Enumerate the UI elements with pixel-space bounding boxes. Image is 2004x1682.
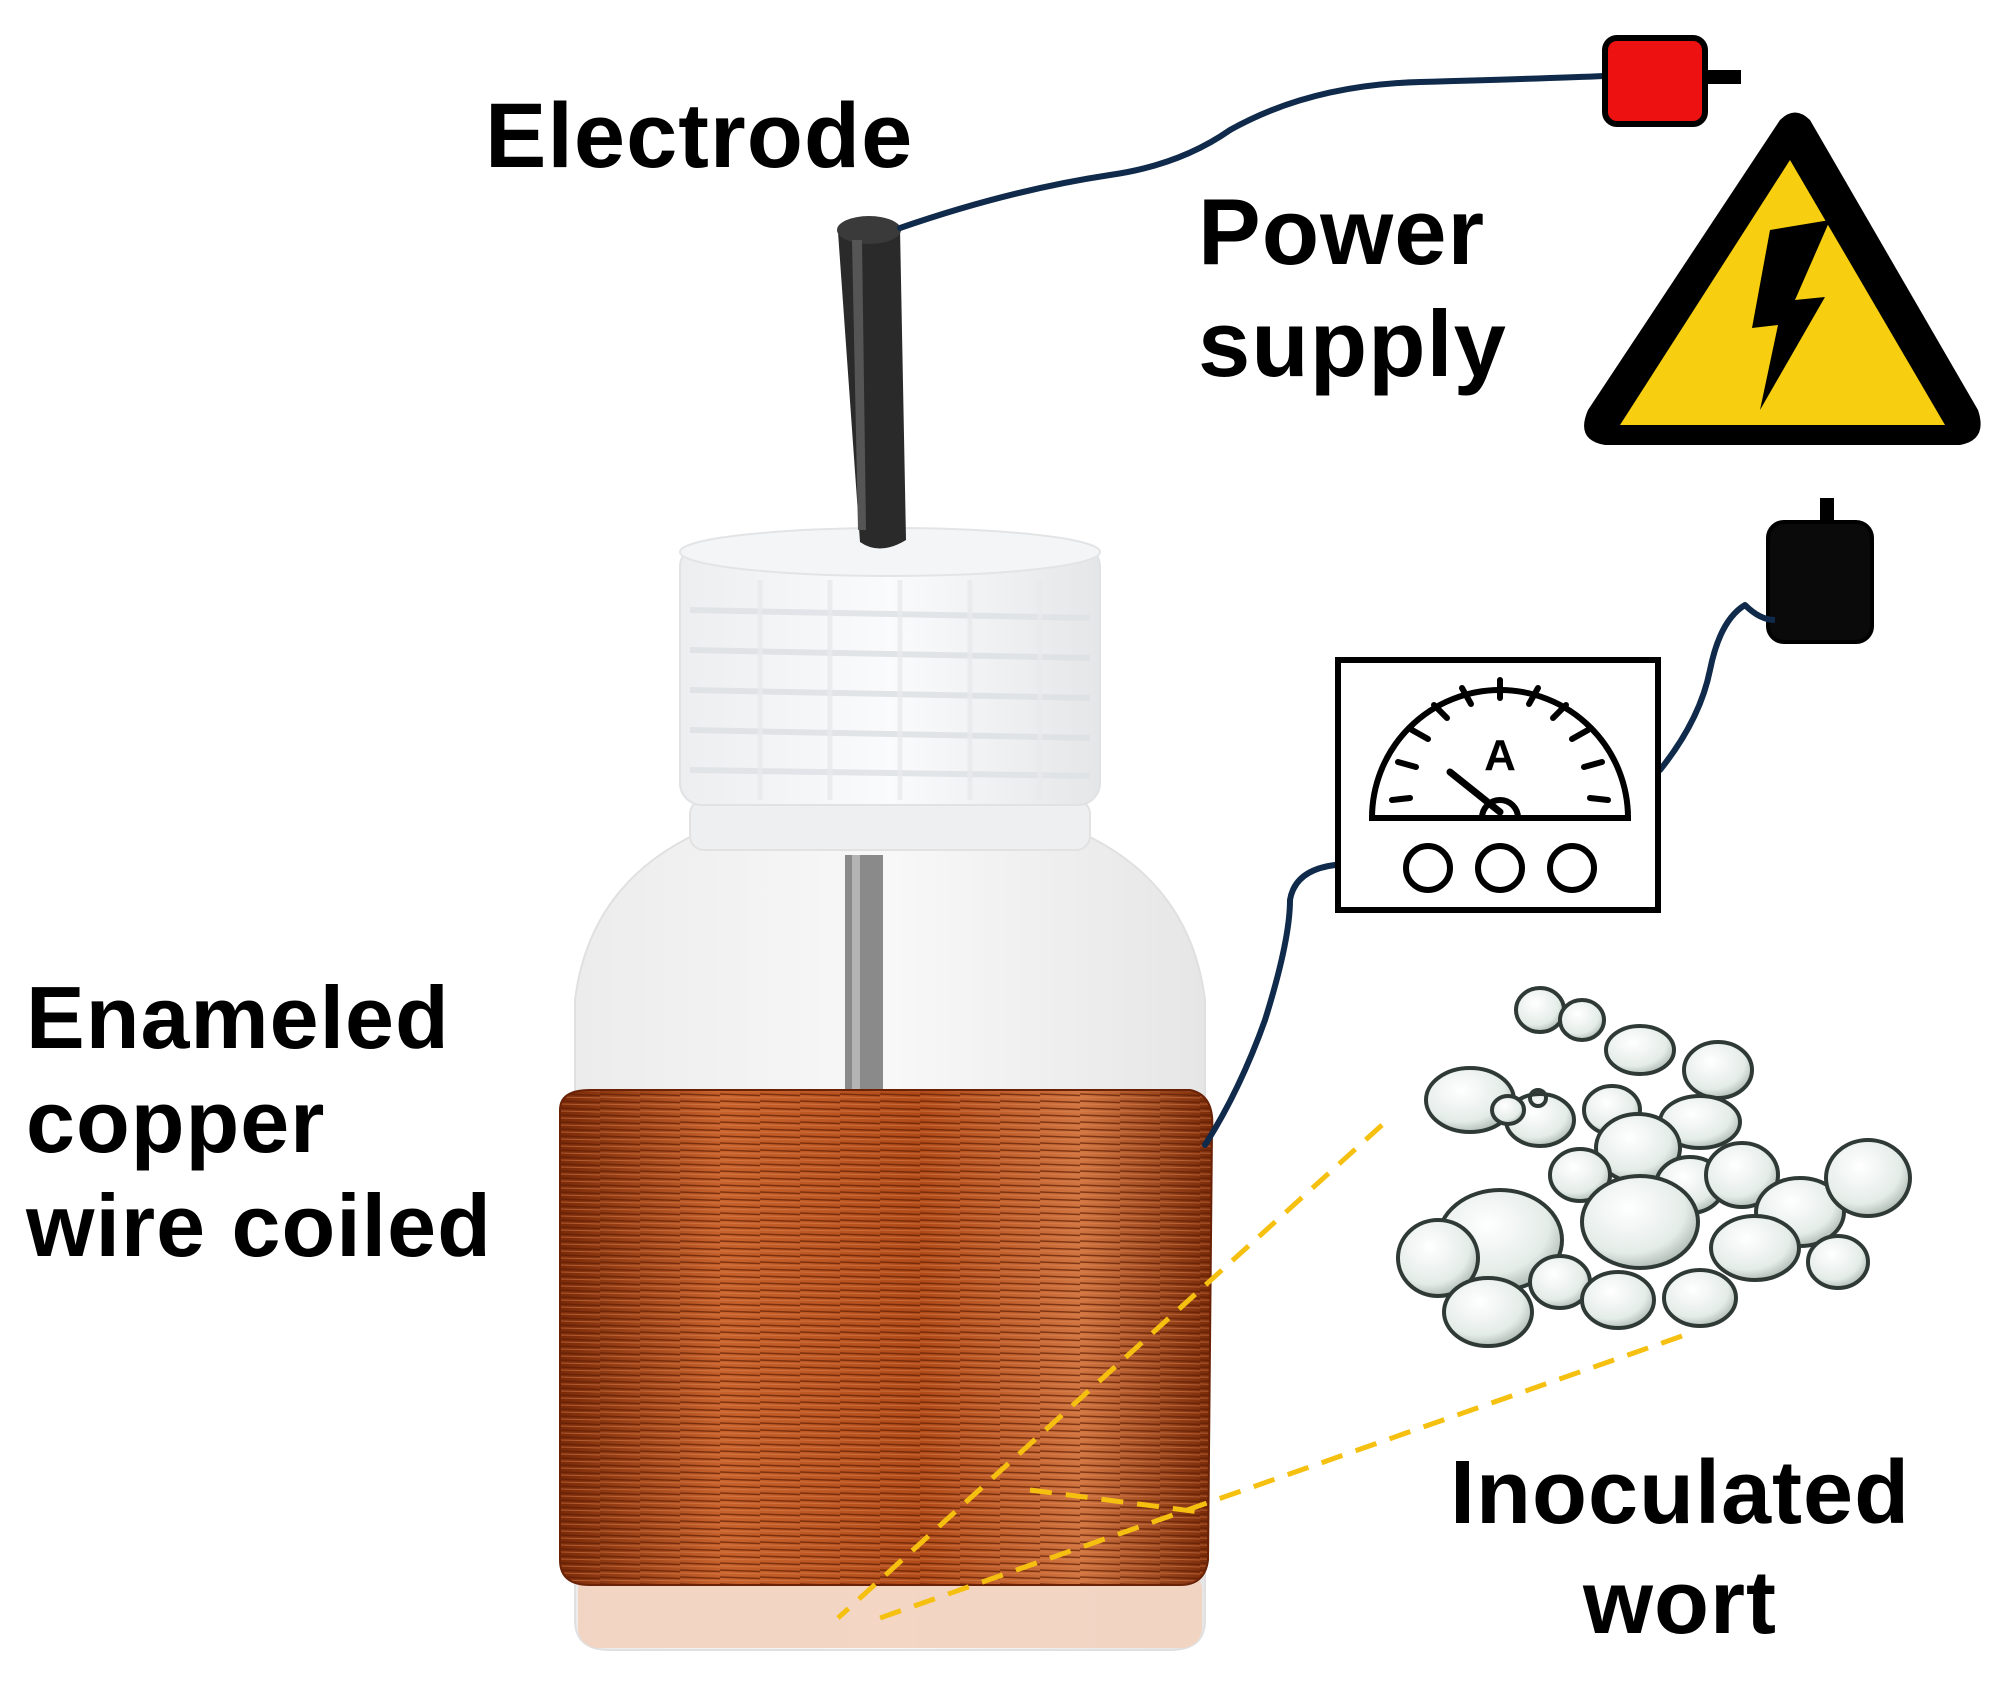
copper-coil-label-line-3: wire coiled: [26, 1176, 492, 1275]
wire-coil-to-ammeter: [1202, 862, 1338, 1148]
ammeter-icon: A: [1335, 657, 1661, 913]
zoom-guide-lines: [836, 1123, 1683, 1621]
electrode-label: Electrode: [485, 85, 914, 187]
ammeter-unit-label: A: [1484, 731, 1516, 780]
copper-coil-label-line-2: copper: [26, 1072, 326, 1171]
copper-coil: [559, 1089, 1214, 1586]
yeast-cells: [1396, 986, 1912, 1348]
wort-label: Inoculated wort: [1450, 1438, 1910, 1658]
power-supply-label: Power supply: [1198, 176, 1507, 400]
power-supply-label-line-1: Power: [1198, 179, 1486, 284]
power-plug-red: [1602, 35, 1741, 127]
copper-coil-label-line-1: Enameled: [26, 968, 450, 1067]
high-voltage-warning-icon: [1584, 112, 1981, 445]
wire-electrode-to-power: [897, 73, 1608, 231]
copper-coil-label: Enameled copper wire coiled: [26, 966, 492, 1278]
power-supply-label-line-2: supply: [1198, 291, 1507, 396]
electrode-rod: [837, 216, 906, 549]
bottle-cap: [679, 527, 1101, 806]
wort-label-line-1: Inoculated: [1450, 1443, 1911, 1543]
inner-rod: [845, 855, 883, 1115]
wort-label-line-2: wort: [1583, 1553, 1778, 1653]
wort-liquid: [578, 1570, 1202, 1648]
power-plug-black: [1742, 498, 1874, 644]
wires: [897, 73, 1748, 1148]
wire-ammeter-to-plug: [1657, 602, 1748, 773]
